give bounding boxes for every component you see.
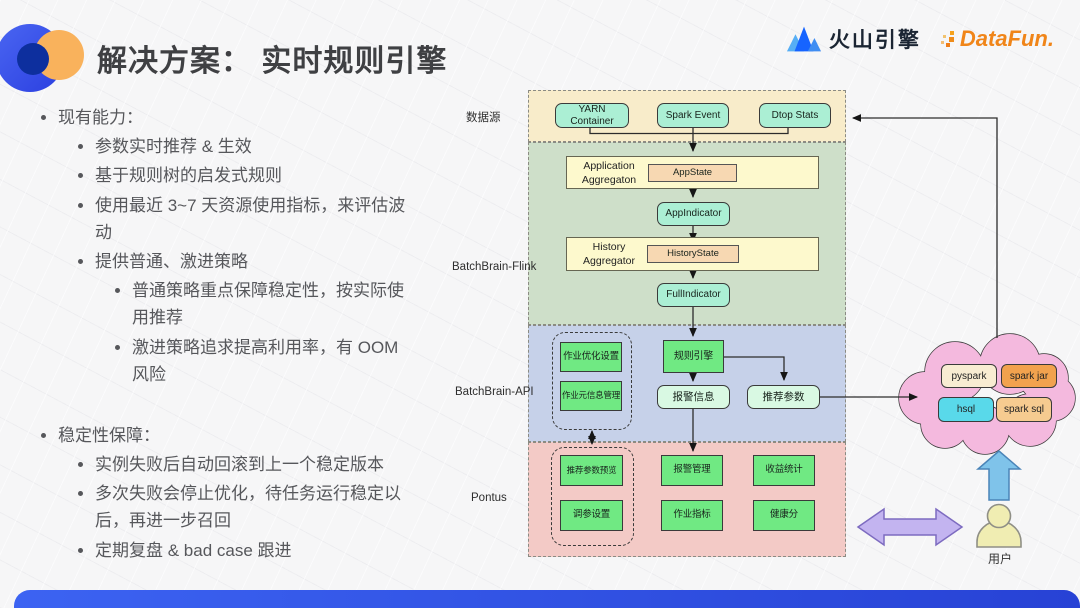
cloud-item-spark-sql: spark sql [996,397,1052,422]
pontus-config-group [551,447,634,546]
user-icon [976,503,1022,548]
layer-label-api: BatchBrain-API [455,386,534,398]
node-appindicator: AppIndicator [657,202,730,226]
node-param-preview: 推荐参数预览 [560,455,623,486]
mountain-icon [786,26,821,52]
node-yarn-container: YARN Container [555,103,629,128]
node-fullindicator: FullIndicator [657,283,730,307]
section-heading: 现有能力： [58,104,466,131]
layer-label-pontus: Pontus [471,492,507,504]
list-item: 基于规则树的启发式规则 [95,162,415,189]
datafun-dots-icon [940,31,954,47]
brand-bar: 火山引擎 DataFun. [786,24,1054,54]
node-appstate: AppState [648,164,737,182]
node-job-optimize-settings: 作业优化设置 [560,342,622,372]
list-item: 多次失败会停止优化，待任务运行稳定以后，再进一步召回 [95,480,415,534]
cloud-item-hsql: hsql [938,397,994,422]
cloud-shape [898,333,1076,455]
arrow-cloud-to-datasource [851,114,998,338]
volcengine-wordmark: 火山引擎 [828,29,921,52]
application-aggregator-label: Application Aggregaton [581,160,637,186]
node-health-score: 健康分 [753,500,815,531]
footer-bar [14,590,1080,608]
datafun-logo: DataFun. [940,26,1054,52]
double-arrow [856,507,964,547]
node-job-meta-management: 作业元信息管理 [560,381,622,411]
node-tuning-settings: 调参设置 [560,500,623,531]
up-arrow [975,450,1023,501]
history-aggregator-label: History Aggregator [583,241,635,267]
list-item: 实例失败后自动回滚到上一个稳定版本 [95,451,415,478]
capabilities-panel: 现有能力： 参数实时推荐 & 生效 基于规则树的启发式规则 使用最近 3~7 天… [36,104,466,566]
node-job-metrics: 作业指标 [661,500,723,531]
node-recommend-params: 推荐参数 [747,385,820,409]
node-historystate: HistoryState [647,245,739,263]
node-spark-event: Spark Event [657,103,729,128]
list-item: 参数实时推荐 & 生效 [95,133,415,160]
api-config-group [552,332,632,430]
list-item: 提供普通、激进策略 [95,248,415,275]
cloud-item-spark-jar: spark jar [1001,364,1057,388]
volcengine-logo: 火山引擎 [786,24,921,54]
list-item: 普通策略重点保障稳定性，按实际使用推荐 [132,277,406,331]
bullet-list: 现有能力： 参数实时推荐 & 生效 基于规则树的启发式规则 使用最近 3~7 天… [36,104,466,564]
datafun-wordmark: DataFun. [959,26,1054,51]
layer-label-datasource: 数据源 [466,112,501,124]
node-rule-engine: 规则引擎 [663,340,724,373]
list-item: 定期复盘 & bad case 跟进 [95,537,415,564]
section-heading: 稳定性保障： [58,422,466,449]
list-item: 使用最近 3~7 天资源使用指标，来评估波动 [95,192,415,246]
node-alarm-management: 报警管理 [661,455,723,486]
node-dtop-stats: Dtop Stats [759,103,831,128]
page-title: 解决方案： 实时规则引擎 [97,45,448,78]
node-alarm-info: 报警信息 [657,385,730,409]
user-label: 用户 [987,552,1012,566]
node-revenue-stats: 收益统计 [753,455,815,486]
layer-label-flink: BatchBrain-Flink [452,261,537,273]
list-item: 激进策略追求提高利用率，有 OOM 风险 [132,334,406,388]
logo-circle-navy [17,43,49,75]
cloud-item-pyspark: pyspark [941,364,997,388]
